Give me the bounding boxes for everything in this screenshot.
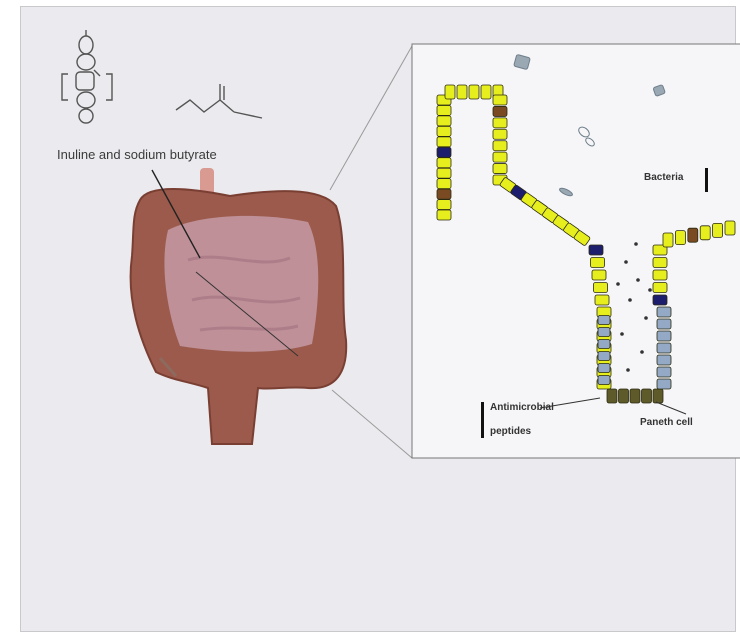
enterocyte-cell <box>663 233 673 247</box>
peptide-dot <box>626 368 630 372</box>
enterocyte-cell <box>653 270 667 280</box>
brown-cell <box>688 228 698 242</box>
paneth-cell <box>607 389 617 403</box>
enterocyte-cell <box>437 116 451 126</box>
stem-cell <box>657 367 671 377</box>
stem-cell <box>657 379 671 389</box>
stem-cell <box>598 340 610 349</box>
epithelium-inset <box>412 44 740 458</box>
enterocyte-cell <box>457 85 467 99</box>
enterocyte-cell <box>493 141 507 151</box>
enterocyte-cell <box>493 95 507 105</box>
stem-cell <box>657 343 671 353</box>
goblet-cell <box>653 295 667 305</box>
stem-cell <box>598 364 610 373</box>
stem-cell <box>657 319 671 329</box>
enterocyte-cell <box>437 200 451 210</box>
peptide-dot <box>644 316 648 320</box>
stem-cell <box>657 331 671 341</box>
peptide-dot <box>620 332 624 336</box>
compound-label: Inuline and sodium butyrate <box>57 147 217 162</box>
butyrate-structure-icon <box>176 84 262 118</box>
brown-cell <box>437 189 451 199</box>
enterocyte-cell <box>493 152 507 162</box>
enterocyte-cell <box>437 126 451 136</box>
antimicrobial-label-line1: Antimicrobial <box>490 402 554 413</box>
stem-cell <box>657 355 671 365</box>
enterocyte-cell <box>437 168 451 178</box>
peptide-dot <box>624 260 628 264</box>
enterocyte-cell <box>594 283 608 293</box>
enterocyte-cell <box>437 179 451 189</box>
peptide-dot <box>648 288 652 292</box>
paneth-cell <box>642 389 652 403</box>
enterocyte-cell <box>713 223 723 237</box>
paneth-cell-label: Paneth cell <box>640 417 693 428</box>
stem-cell <box>598 316 610 325</box>
enterocyte-cell <box>595 295 609 305</box>
peptide-dot <box>616 282 620 286</box>
intestine-illustration <box>131 168 347 444</box>
bacteria-label: Bacteria <box>644 172 683 183</box>
enterocyte-cell <box>591 258 605 268</box>
stem-cell <box>657 307 671 317</box>
enterocyte-cell <box>437 137 451 147</box>
peptide-dot <box>634 242 638 246</box>
enterocyte-cell <box>481 85 491 99</box>
enterocyte-cell <box>592 270 606 280</box>
antimicrobial-indicator-bar <box>481 402 484 438</box>
enterocyte-cell <box>725 221 735 235</box>
inulin-structure-icon <box>62 30 112 123</box>
zoom-line-top <box>330 46 412 190</box>
enterocyte-cell <box>700 226 710 240</box>
stem-cell <box>598 328 610 337</box>
antimicrobial-label-line2: peptides <box>490 426 531 437</box>
peptide-dot <box>636 278 640 282</box>
enterocyte-cell <box>653 283 667 293</box>
goblet-cell <box>437 147 451 157</box>
stem-cell <box>598 376 610 385</box>
stem-cell <box>598 352 610 361</box>
enterocyte-cell <box>675 231 685 245</box>
enterocyte-cell <box>493 164 507 174</box>
zoom-line-bottom <box>332 390 412 458</box>
paneth-cell <box>653 389 663 403</box>
enterocyte-cell <box>437 158 451 168</box>
enterocyte-cell <box>437 105 451 115</box>
enterocyte-cell <box>493 118 507 128</box>
enterocyte-cell <box>437 210 451 220</box>
enterocyte-cell <box>653 258 667 268</box>
peptide-dot <box>628 298 632 302</box>
enterocyte-cell <box>469 85 479 99</box>
enterocyte-cell <box>445 85 455 99</box>
peptide-dot <box>640 350 644 354</box>
goblet-cell <box>589 245 603 255</box>
brown-cell <box>493 106 507 116</box>
paneth-cell <box>630 389 640 403</box>
paneth-cell <box>619 389 629 403</box>
bacteria-indicator-bar <box>705 168 708 192</box>
enterocyte-cell <box>493 129 507 139</box>
